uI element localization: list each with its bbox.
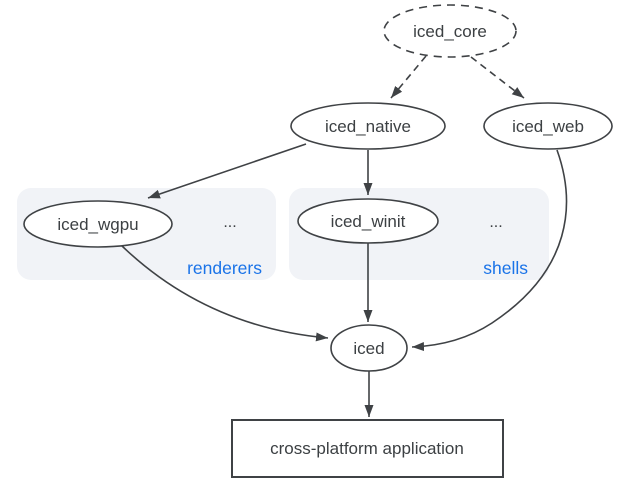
group-label-renderers: renderers	[187, 258, 262, 278]
node-iced-wgpu	[23, 200, 173, 248]
node-iced-winit	[297, 198, 439, 244]
renderers-ellipsis: ...	[223, 214, 236, 231]
node-iced-winit-label: iced_winit	[331, 212, 406, 231]
node-iced-native	[290, 102, 446, 150]
node-iced-label: iced	[353, 339, 384, 358]
node-iced-web	[483, 102, 613, 150]
node-iced-core-label: iced_core	[413, 22, 487, 41]
edge-iced-core-to-iced-native	[390, 55, 427, 99]
node-iced-web-label: iced_web	[512, 117, 584, 136]
edge-iced-native-to-iced-wgpu	[147, 143, 307, 199]
node-cross-platform-application	[231, 419, 504, 478]
node-iced	[330, 324, 408, 372]
node-iced-wgpu-label: iced_wgpu	[57, 215, 138, 234]
edge-iced-web-to-iced	[411, 149, 568, 352]
node-iced-core	[383, 4, 517, 58]
group-label-shells: shells	[483, 258, 528, 278]
edge-iced-core-to-iced-web	[470, 56, 525, 99]
shells-ellipsis: ...	[489, 214, 502, 231]
edge-iced-wgpu-to-iced	[120, 244, 329, 342]
node-cross-platform-application-label: cross-platform application	[270, 439, 464, 458]
node-iced-native-label: iced_native	[325, 117, 411, 136]
